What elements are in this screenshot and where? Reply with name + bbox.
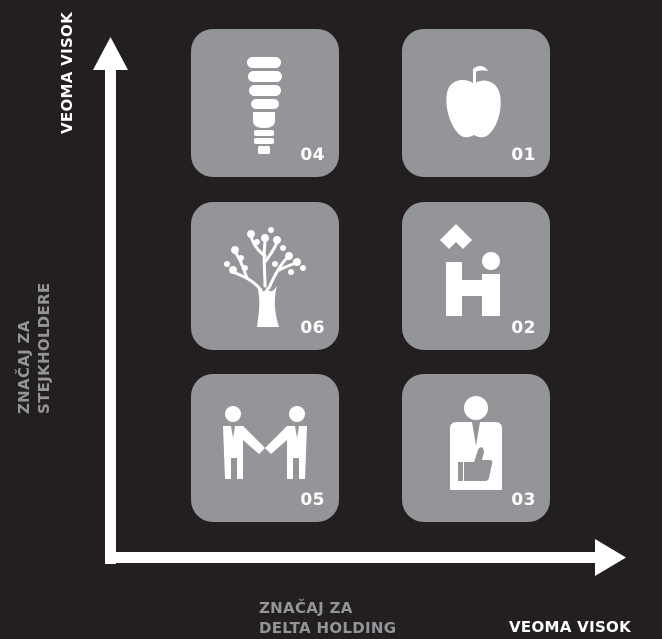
tile-number: 05	[300, 490, 325, 510]
y-axis-title: ZNAČAJ ZA STEJKHOLDERE	[14, 244, 54, 414]
tile-04: 04	[191, 29, 339, 177]
person-thumbs-up-icon	[450, 396, 502, 490]
x-axis-high-label: VEOMA VISOK	[509, 618, 632, 636]
tree-icon	[224, 227, 306, 327]
tile-01: 01	[402, 29, 550, 177]
x-axis-title: ZNAČAJ ZA DELTA HOLDING	[259, 598, 396, 638]
tile-number: 02	[511, 318, 536, 338]
tile-06: 06	[191, 202, 339, 350]
y-axis-title-line1: ZNAČAJ ZA	[15, 320, 33, 414]
y-axis-high-label: VEOMA VISOK	[58, 11, 76, 134]
y-axis-line	[105, 68, 116, 564]
x-axis-title-line1: ZNAČAJ ZA	[259, 599, 353, 617]
tile-number: 03	[511, 490, 536, 510]
tile-05: 05	[191, 374, 339, 522]
tile-number: 01	[511, 145, 536, 165]
y-axis-arrow	[93, 37, 128, 70]
x-axis-title-line2: DELTA HOLDING	[259, 619, 397, 637]
x-axis-line	[105, 552, 601, 563]
lightbulb-icon	[247, 57, 282, 154]
house-person-icon	[440, 224, 500, 316]
handshake-icon	[223, 406, 307, 479]
tile-number: 06	[300, 318, 325, 338]
tile-02: 02	[402, 202, 550, 350]
tile-number: 04	[300, 145, 325, 165]
apple-icon	[446, 65, 501, 138]
y-axis-title-line2: STEJKHOLDERE	[35, 282, 53, 414]
tile-03: 03	[402, 374, 550, 522]
x-axis-arrow	[595, 539, 626, 576]
